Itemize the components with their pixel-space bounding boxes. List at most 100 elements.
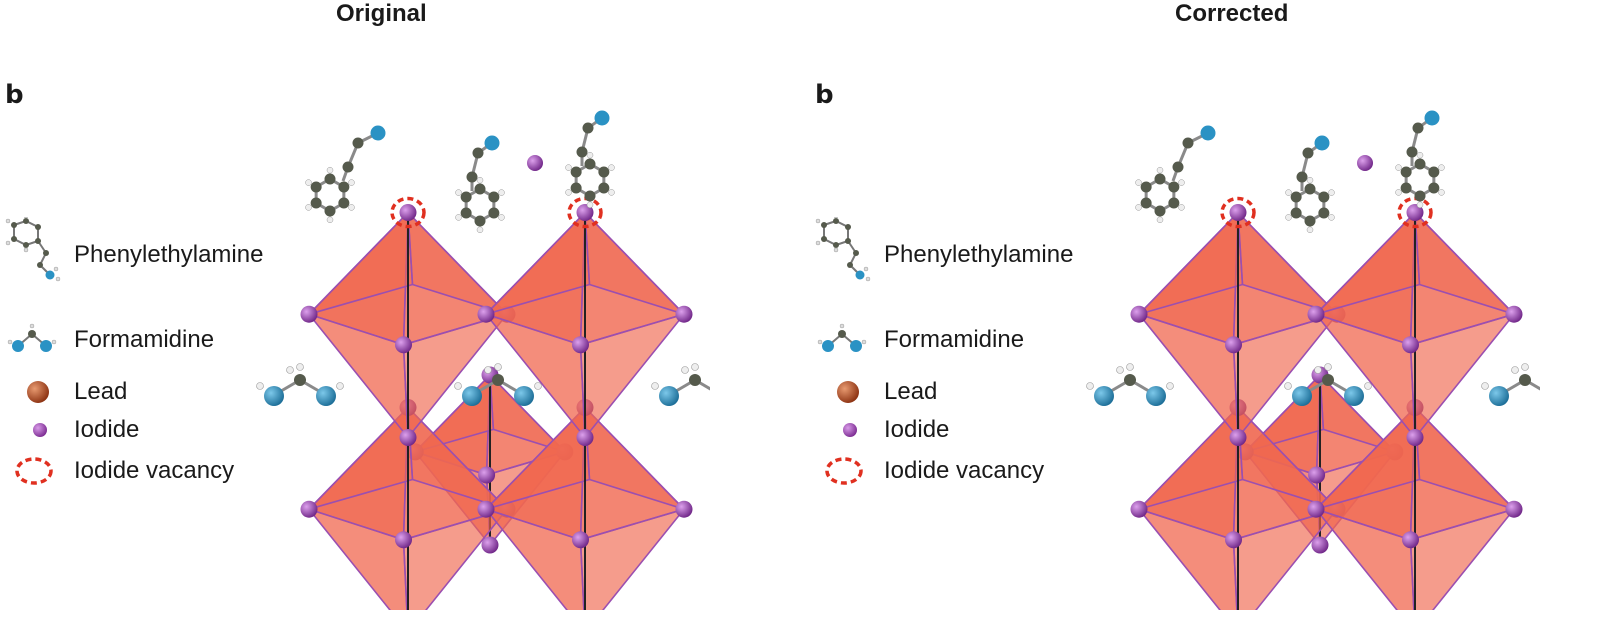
iodide-atom [477,305,495,323]
phenylethylamine-molecule [565,110,615,209]
legend: Phenylethylamine Formamidine Lead [0,217,300,515]
iodide-atom [1505,500,1523,518]
original-panel: Original b Phenylethylamine [0,0,800,622]
iodide-atom [572,531,589,549]
iodide-atom [478,466,496,484]
panel-letter: b [5,80,24,110]
iodide-vacancy-marker [1220,196,1256,229]
iodide-atom [1130,305,1148,323]
panel-heading: Corrected [1175,0,1289,27]
formamidine-molecule [1086,363,1174,406]
iodide-vacancy-icon [4,453,68,493]
iodide-atom [1308,466,1326,484]
formamidine-molecule [651,363,710,406]
perovskite-structure [240,80,710,610]
phenylethylamine-molecule [455,135,505,234]
iodide-atom [576,204,594,221]
iodide-atom [395,336,412,354]
iodide-atom [395,531,412,549]
iodide-atom [1406,429,1424,446]
iodide-atom [300,500,318,518]
octahedron-face [402,508,508,610]
legend-item-lead: Lead [0,375,300,415]
iodide-atom-icon [814,413,878,453]
octahedron-face [489,374,566,453]
iodide-atom [1229,429,1247,446]
legend-item-iodide-vacancy: Iodide vacancy [810,453,1110,493]
iodide-atom [572,336,589,354]
legend-label: Iodide [74,416,140,443]
phenylethylamine-molecule-icon [4,217,68,282]
formamidine-molecule-icon [4,320,68,360]
iodide-atom [1307,500,1325,518]
panel-heading: Original [336,0,427,27]
lead-atom-icon [814,375,878,415]
phenylethylamine-molecule [1395,110,1445,209]
legend-item-lead: Lead [810,375,1110,415]
octahedron-face [1409,508,1515,610]
formamidine-molecule [1481,363,1540,406]
legend-item-formamidine: Formamidine [810,320,1110,360]
iodide-atom [1130,500,1148,518]
iodide-atom [675,500,693,518]
legend-label: Iodide [884,416,950,443]
legend-item-phenylethylamine: Phenylethylamine [0,217,300,282]
lead-atom-icon [4,375,68,415]
octahedron-face [579,313,685,439]
iodide-atom [1505,305,1523,323]
legend-label: Phenylethylamine [74,241,264,268]
formamidine-molecule [454,363,542,406]
iodide-atom [481,536,499,554]
iodide-atom [1402,336,1419,354]
legend-label: Lead [74,378,128,405]
iodide-vacancy-marker [390,196,426,229]
panel-letter: b [815,80,834,110]
octahedron-face [1409,313,1515,439]
legend-item-iodide: Iodide [0,413,300,453]
iodide-vacancy-marker [1397,196,1433,229]
iodide-atom [675,305,693,323]
legend-label: Formamidine [884,326,1025,353]
legend-item-phenylethylamine: Phenylethylamine [810,217,1110,282]
legend-label: Phenylethylamine [884,241,1074,268]
legend-label: Lead [884,378,938,405]
iodide-atom [1357,155,1373,171]
octahedron-face [584,211,685,315]
iodide-atom [1307,305,1325,323]
octahedron-face [407,211,508,315]
octahedron-face [1414,211,1515,315]
iodide-atom [1402,531,1419,549]
octahedron-face [1232,508,1338,610]
phenylethylamine-molecule [305,125,386,224]
iodide-vacancy-marker [567,196,603,229]
iodide-atom-icon [4,413,68,453]
iodide-atom [1229,204,1247,221]
octahedron-face [1232,313,1338,439]
iodide-atom [1311,536,1329,554]
octahedron-face [579,508,685,610]
octahedron-face [1319,374,1396,453]
iodide-atom [477,500,495,518]
iodide-atom [576,429,594,446]
iodide-atom [527,155,543,171]
legend-item-iodide: Iodide [810,413,1110,453]
legend-item-iodide-vacancy: Iodide vacancy [0,453,300,493]
legend-item-formamidine: Formamidine [0,320,300,360]
perovskite-structure [1070,80,1540,610]
octahedron-face [1237,211,1338,315]
iodide-atom [399,204,417,221]
iodide-atom [1406,204,1424,221]
iodide-atom [1225,336,1242,354]
octahedra-group [1086,110,1540,610]
iodide-atom [1225,531,1242,549]
corrected-panel: Corrected b Phenylethylamine [810,0,1610,622]
legend: Phenylethylamine Formamidine Lead [810,217,1110,515]
phenylethylamine-molecule [1135,125,1216,224]
legend-label: Iodide vacancy [74,457,235,484]
legend-label: Formamidine [74,326,215,353]
octahedra-group [256,110,710,610]
iodide-atom [399,429,417,446]
phenylethylamine-molecule [1285,135,1335,234]
formamidine-molecule-icon [814,320,878,360]
iodide-atom [300,305,318,323]
